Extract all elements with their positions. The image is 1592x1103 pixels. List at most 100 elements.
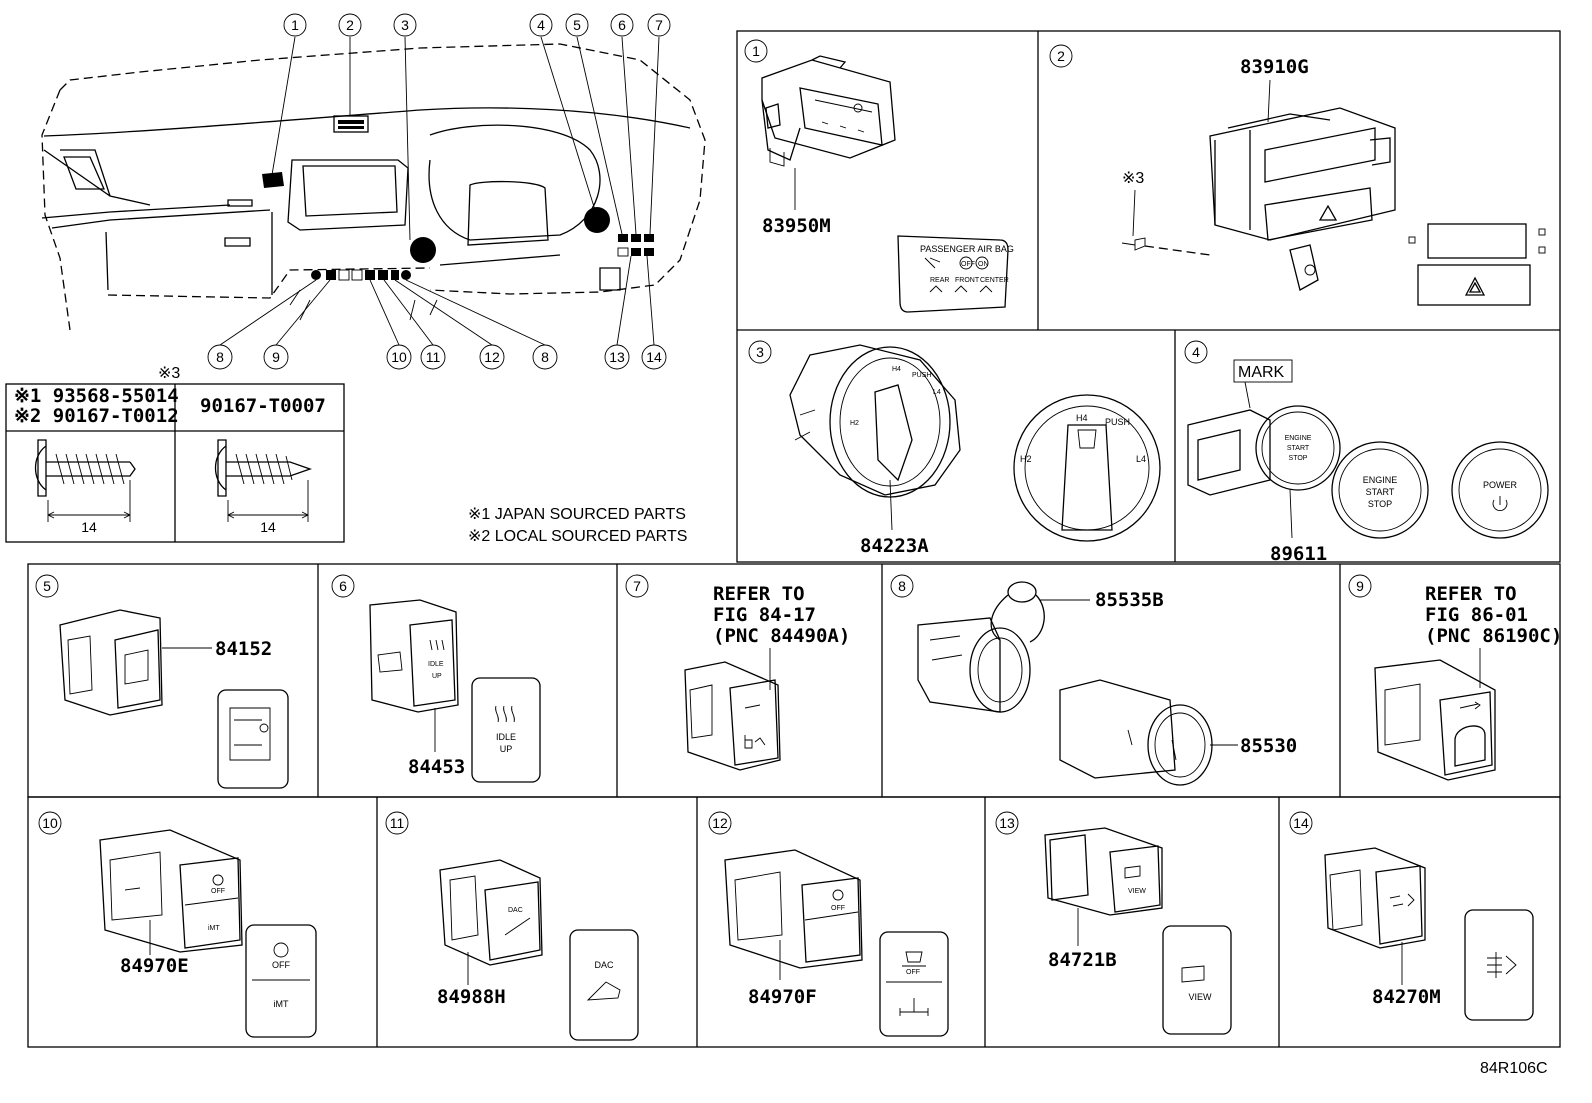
idle-text: IDLE	[496, 732, 516, 742]
part-85535B: 85535B	[1095, 589, 1164, 611]
btn2-engine: ENGINE	[1363, 475, 1398, 485]
callout-2: 2	[338, 13, 362, 37]
view-switch-face: VIEW	[1162, 925, 1232, 1035]
heat-icon	[495, 705, 515, 723]
screw-right-drawing: 14	[214, 439, 312, 535]
callout-13: 13	[604, 344, 630, 370]
callout-7: 7	[647, 13, 671, 37]
callout-9: 9	[263, 344, 289, 370]
switch-12-drawing: OFF	[724, 849, 863, 969]
dial3-push: PUSH	[912, 372, 931, 379]
part-84970F: 84970F	[748, 986, 817, 1008]
callout-11: 11	[420, 344, 446, 370]
panel-11-num: 11	[390, 815, 405, 831]
btn2-start: START	[1366, 487, 1395, 497]
panel-3-num: 3	[756, 344, 764, 360]
socket-cap-drawing	[917, 581, 1045, 713]
vsc-off-text: OFF	[906, 969, 920, 976]
panel-6-num: 6	[339, 578, 347, 594]
panel-8-num: 8	[898, 578, 906, 594]
downhill-icon	[586, 981, 621, 1001]
part-83950M: 83950M	[762, 215, 831, 237]
screw-pn-3: 90167-T0007	[200, 395, 326, 417]
callout-8a: 8	[207, 344, 233, 370]
dial3-l4: L4	[933, 389, 941, 396]
refer-7-line2: FIG 84-17	[713, 604, 816, 626]
dial-l4: L4	[1136, 454, 1146, 464]
callout-14-text: 14	[646, 349, 662, 365]
btn1-start: START	[1287, 445, 1310, 452]
panel-14-num: 14	[1293, 815, 1309, 831]
refer-7-line3: (PNC 84490A)	[713, 625, 850, 647]
4wd-dial-front-view: H2 H4 PUSH L4	[1013, 394, 1161, 542]
air-flow-icon	[1487, 952, 1517, 978]
usb-icon	[1459, 701, 1481, 710]
dac-text: DAC	[594, 960, 614, 970]
callout-1-text: 1	[291, 17, 299, 33]
callout-5-text: 5	[573, 17, 581, 33]
panel-4: 4 MARK ENGINE START STOP 89611 ENGINE ST…	[1184, 340, 1549, 565]
callout-2-text: 2	[346, 17, 354, 33]
airbag-on-text: ON	[978, 261, 989, 268]
dial-h4: H4	[1076, 413, 1088, 423]
panel-2-screw-mark: ※3	[1122, 170, 1144, 187]
switch-5-face	[217, 689, 289, 789]
sw12-off: OFF	[831, 905, 845, 912]
seat-label-front: FRONT	[955, 277, 980, 284]
idle-up-face: IDLE UP	[471, 677, 541, 783]
refer-9-line2: FIG 86-01	[1425, 604, 1528, 626]
part-84970E: 84970E	[120, 955, 189, 977]
airbag-off-text: OFF	[961, 261, 975, 268]
dial-h2: H2	[1020, 454, 1032, 464]
vsc-icon	[902, 951, 926, 967]
screw-pn-1: ※1 93568-55014	[14, 385, 179, 407]
sw10-off: OFF	[211, 888, 225, 895]
btn2-stop: STOP	[1368, 499, 1392, 509]
panel-10-num: 10	[42, 815, 58, 831]
switch-10-drawing: OFF iMT	[99, 829, 243, 953]
btn3-power: POWER	[1483, 480, 1518, 490]
panel-11: 11 DAC 84988H DAC	[385, 811, 639, 1041]
callout-12: 12	[479, 344, 505, 370]
panel-1-num: 1	[752, 43, 760, 59]
part-89611: 89611	[1270, 543, 1327, 565]
panel-2: 2 83910G ※3	[1049, 44, 1546, 306]
callout-1: 1	[283, 13, 307, 37]
switch-13-drawing: VIEW	[1044, 827, 1163, 916]
panel-7-num: 7	[633, 578, 641, 594]
panel-12: 12 OFF 84970F OFF	[708, 811, 949, 1037]
panel-2-num: 2	[1057, 48, 1065, 64]
screw-left-drawing: 14	[34, 439, 136, 535]
switch-7-drawing	[684, 661, 781, 771]
sw13-view: VIEW	[1128, 888, 1146, 895]
panel-5: 5 84152	[35, 574, 289, 789]
part-84988H: 84988H	[437, 986, 506, 1008]
camera-icon	[1181, 965, 1205, 983]
airbag-label-title: PASSENGER AIR BAG	[920, 244, 1014, 254]
panel-1: 1 83950M PASSENGER AIR BAG OFF ON REAR F…	[744, 39, 1014, 313]
callout-10-text: 10	[391, 349, 407, 365]
part-84223A: 84223A	[860, 535, 929, 557]
axle-lock-icon	[899, 998, 929, 1016]
refer-9-line1: REFER TO	[1425, 583, 1517, 605]
panel-9-num: 9	[1356, 578, 1364, 594]
switch-14-drawing	[1324, 847, 1426, 949]
callout-4-text: 4	[537, 17, 545, 33]
part-84152: 84152	[215, 638, 272, 660]
callout-8b: 8	[532, 344, 558, 370]
airbag-label-card: PASSENGER AIR BAG OFF ON REAR FRONT CENT…	[897, 235, 1014, 313]
part-84270M: 84270M	[1372, 986, 1441, 1008]
screw-right-dim: 14	[260, 519, 276, 535]
dial3-h2: H2	[850, 420, 859, 427]
hazard-switch-drawing	[1209, 107, 1396, 291]
panel-10: 10 OFF iMT 84970E OFF iMT	[38, 811, 317, 1038]
traction-switch-face: OFF	[879, 931, 949, 1037]
start-button-drawing: ENGINE START STOP	[1187, 405, 1341, 496]
panel-grid	[27, 30, 1561, 1048]
dac-icon	[504, 917, 531, 936]
imt-text: iMT	[274, 999, 289, 1009]
switch-11-drawing: DAC	[439, 859, 543, 966]
panel-14: 14 84270M	[1289, 811, 1534, 1021]
callout-13-text: 13	[609, 349, 625, 365]
